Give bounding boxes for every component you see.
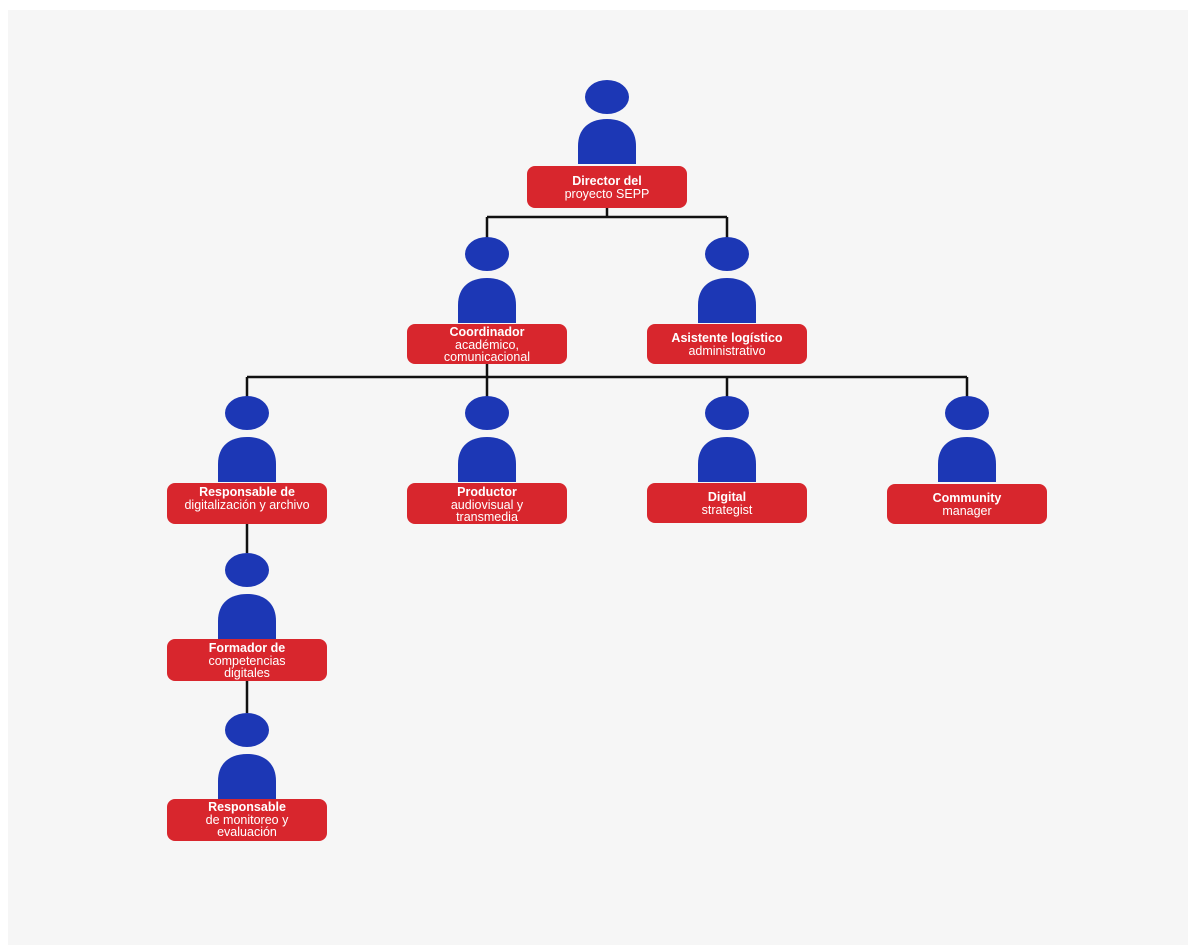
node-title: Community [932,491,1002,505]
node-label: Digital strategist [647,483,807,523]
node-subtitle: digitalización y archivo [184,497,310,512]
person-icon [578,80,636,164]
person-icon [218,713,276,799]
node-title: Productor [457,485,517,499]
node-title: Responsable [208,800,286,814]
person-icon [458,396,516,482]
person-icon [698,396,756,482]
node-subtitle: manager [942,503,992,518]
node-label: Responsable de monitoreo y evaluación [167,799,327,841]
node-title: Responsable de [199,485,295,499]
node-subtitle: competencias digitales [208,653,286,680]
person-icon [218,396,276,482]
node-label: Coordinador académico, comunicacional [407,324,567,364]
node-subtitle: académico, comunicacional [443,337,531,364]
node-subtitle: administrativo [688,343,766,358]
connector-coordinador [245,364,969,398]
person-icon [938,396,996,482]
connector-director [485,208,729,240]
person-icon [698,237,756,323]
node-title: Director del [572,174,642,188]
node-title: Asistente logístico [671,331,783,345]
node-title: Digital [707,490,747,504]
node-label: Responsable de digitalización y archivo [167,483,327,524]
node-title: Formador de [208,641,286,655]
node-label: Productor audiovisual y transmedia [407,483,567,524]
person-icon [458,237,516,323]
node-subtitle: de monitoreo y evaluación [205,812,289,839]
node-label: Asistente logístico administrativo [647,324,807,364]
node-label: Formador de competencias digitales [167,639,327,681]
node-label: Community manager [887,484,1047,524]
node-subtitle: audiovisual y transmedia [450,497,524,524]
node-label: Director del proyecto SEPP [527,166,687,208]
node-subtitle: strategist [701,502,753,517]
node-title: Coordinador [449,325,525,339]
person-icon [218,553,276,639]
node-subtitle: proyecto SEPP [564,186,650,201]
